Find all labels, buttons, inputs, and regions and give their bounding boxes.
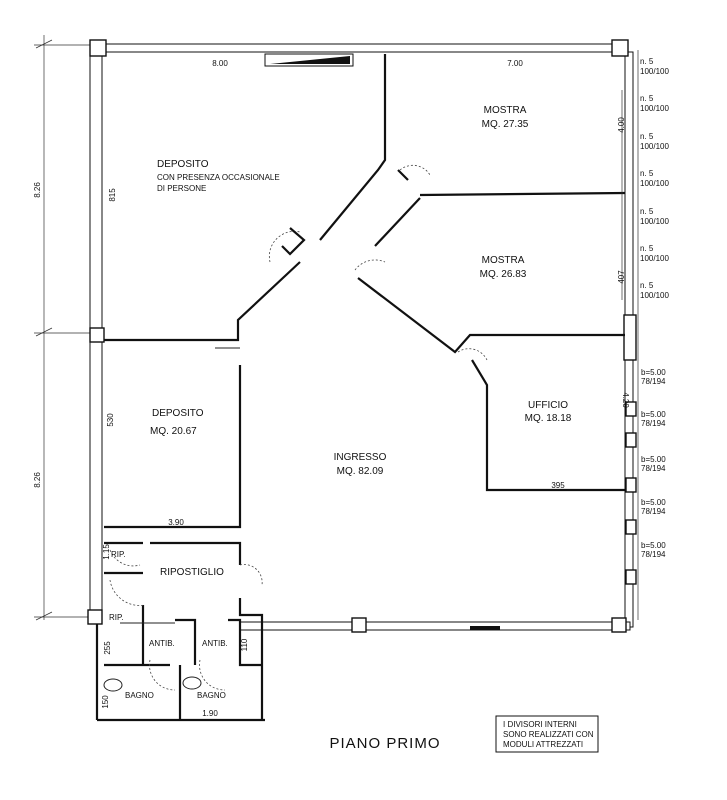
window-size: 100/100 <box>640 254 669 263</box>
note-line-3: MODULI ATTREZZATI <box>503 740 583 749</box>
room-ripostiglio: RIPOSTIGLIO <box>160 567 224 578</box>
window-size: 100/100 <box>640 217 669 226</box>
dim-815: 815 <box>108 188 117 202</box>
dim-530: 530 <box>106 413 115 427</box>
window-width: b=5.00 <box>641 410 666 419</box>
room-mostra2-name: MOSTRA <box>482 255 525 266</box>
window-size: 78/194 <box>641 419 666 428</box>
interior-walls <box>104 54 626 720</box>
toilet-icons <box>103 676 202 692</box>
right-dimension-lines <box>621 50 639 620</box>
room-ufficio-name: UFFICIO <box>528 400 568 411</box>
room-deposito-top-note1: CON PRESENZA OCCASIONALE <box>157 173 280 182</box>
room-mostra2-area: MQ. 26.83 <box>480 269 527 280</box>
room-antib1: ANTIB. <box>149 639 175 648</box>
room-mostra1-name: MOSTRA <box>484 105 527 116</box>
room-bagno1: BAGNO <box>125 691 154 700</box>
window-labels-upper: n. 5 100/100 n. 5 100/100 n. 5 100/100 n… <box>640 57 669 300</box>
window-width: b=5.00 <box>641 541 666 550</box>
room-deposito-top-note2: DI PERSONE <box>157 184 206 193</box>
dim-400: 4.00 <box>617 117 626 133</box>
room-rip2: RIP. <box>109 613 124 622</box>
columns <box>87 39 637 633</box>
dim-left-upper: 8.26 <box>33 182 42 198</box>
window-size: 100/100 <box>640 179 669 188</box>
room-deposito-low-area: MQ. 20.67 <box>150 426 197 437</box>
dim-top-right: 7.00 <box>507 59 523 68</box>
window-count: n. 5 <box>640 207 654 216</box>
window-size: 78/194 <box>641 377 666 386</box>
dim-left-lower: 8.26 <box>33 472 42 488</box>
dim-407: 407 <box>617 270 626 284</box>
window-count: n. 5 <box>640 244 654 253</box>
window-count: n. 5 <box>640 132 654 141</box>
dim-255: 255 <box>103 641 112 655</box>
room-antib2: ANTIB. <box>202 639 228 648</box>
room-mostra1-area: MQ. 27.35 <box>482 119 529 130</box>
window-size: 100/100 <box>640 67 669 76</box>
room-ingresso-name: INGRESSO <box>334 452 387 463</box>
note-box: I DIVISORI INTERNI SONO REALIZZATI CON M… <box>495 715 599 753</box>
plan-title: PIANO PRIMO <box>329 735 440 752</box>
room-deposito-top-name: DEPOSITO <box>157 159 209 170</box>
room-bagno2: BAGNO <box>197 691 226 700</box>
dim-395: 395 <box>551 481 565 490</box>
dim-420: 4.20 <box>621 392 630 408</box>
dim-390: 3.90 <box>168 518 184 527</box>
window-count: n. 5 <box>640 169 654 178</box>
dim-115: 1.15 <box>102 544 111 560</box>
window-size: 100/100 <box>640 142 669 151</box>
room-deposito-low-name: DEPOSITO <box>152 408 204 419</box>
window-width: b=5.00 <box>641 368 666 377</box>
room-ufficio-area: MQ. 18.18 <box>525 413 572 424</box>
room-rip1: RIP. <box>111 550 126 559</box>
window-size: 78/194 <box>641 464 666 473</box>
left-dimension-line <box>34 35 95 621</box>
dim-110: 110 <box>240 638 249 651</box>
window-width: b=5.00 <box>641 498 666 507</box>
note-line-2: SONO REALIZZATI CON <box>503 730 594 739</box>
note-line-1: I DIVISORI INTERNI <box>503 720 577 729</box>
room-ingresso-area: MQ. 82.09 <box>337 466 384 477</box>
window-size: 78/194 <box>641 550 666 559</box>
dim-top-left: 8.00 <box>212 59 228 68</box>
window-count: n. 5 <box>640 281 654 290</box>
window-size: 78/194 <box>641 507 666 516</box>
window-count: n. 5 <box>640 94 654 103</box>
dim-190: 1.90 <box>202 709 218 718</box>
window-labels-lower: b=5.00 78/194 b=5.00 78/194 b=5.00 78/19… <box>641 368 666 559</box>
window-width: b=5.00 <box>641 455 666 464</box>
window-size: 100/100 <box>640 104 669 113</box>
window-count: n. 5 <box>640 57 654 66</box>
window-size: 100/100 <box>640 291 669 300</box>
dim-150: 150 <box>101 695 110 709</box>
